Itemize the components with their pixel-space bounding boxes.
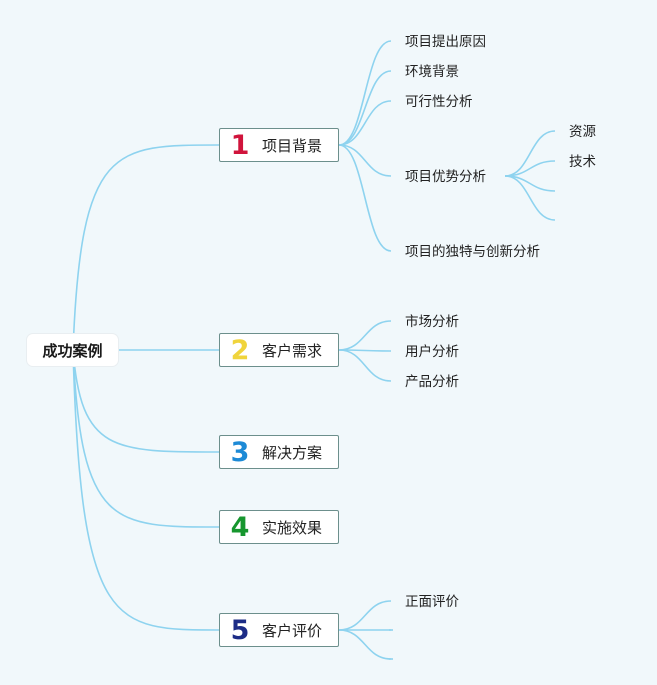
branch-customer-needs[interactable]: 2 客户需求 — [219, 333, 339, 367]
root-to-branch-3-line — [72, 349, 220, 453]
branch-1-child-5-line — [338, 144, 392, 252]
branch-2-child-3-line — [338, 349, 392, 382]
root-to-branch-1-line — [72, 144, 220, 351]
branch-label: 项目背景 — [262, 136, 323, 155]
branch-number: 3 — [230, 436, 250, 468]
branch-label: 客户需求 — [262, 341, 323, 360]
leaf-node[interactable]: 项目提出原因 — [405, 34, 486, 50]
branch-2-child-1-line — [338, 320, 392, 351]
leaf-node[interactable]: 用户分析 — [405, 344, 459, 360]
branch-solution[interactable]: 3 解决方案 — [219, 435, 339, 469]
leaf-node[interactable]: 资源 — [569, 124, 596, 140]
leaf-node[interactable]: 环境背景 — [405, 64, 459, 80]
leaf-node[interactable]: 可行性分析 — [405, 94, 473, 110]
branch-1-child-1-line — [338, 40, 392, 146]
leaf-node[interactable]: 项目的独特与创新分析 — [405, 244, 540, 260]
root-to-branch-5-line — [72, 349, 220, 631]
leaf-node[interactable]: 项目优势分析 — [405, 169, 486, 185]
leaf-node[interactable]: 产品分析 — [405, 374, 459, 390]
branch-5-child-1-line — [338, 600, 392, 631]
branch-5-child-3-line — [338, 629, 392, 660]
branch-1-child-4-line — [338, 144, 392, 177]
root-node[interactable]: 成功案例 — [27, 334, 118, 366]
leaf-node[interactable]: 技术 — [569, 154, 596, 170]
branch-1-child-2-line — [338, 70, 392, 146]
branch-project-background[interactable]: 1 项目背景 — [219, 128, 339, 162]
leaf-node[interactable]: 市场分析 — [405, 314, 459, 330]
sub-leaf-1-line — [504, 130, 556, 177]
branch-1-child-3-line — [338, 100, 392, 146]
root-label: 成功案例 — [42, 341, 103, 360]
branch-label: 实施效果 — [262, 518, 323, 537]
sub-leaf-4-line — [504, 175, 556, 221]
root-to-branch-4-line — [72, 349, 220, 528]
branch-number: 2 — [230, 334, 250, 366]
branch-number: 4 — [230, 511, 250, 543]
branch-customer-review[interactable]: 5 客户评价 — [219, 613, 339, 647]
branch-label: 解决方案 — [262, 443, 323, 462]
leaf-node[interactable]: 正面评价 — [405, 594, 459, 610]
branch-number: 5 — [230, 614, 250, 646]
branch-implementation-effect[interactable]: 4 实施效果 — [219, 510, 339, 544]
branch-label: 客户评价 — [262, 621, 323, 640]
branch-number: 1 — [230, 129, 250, 161]
